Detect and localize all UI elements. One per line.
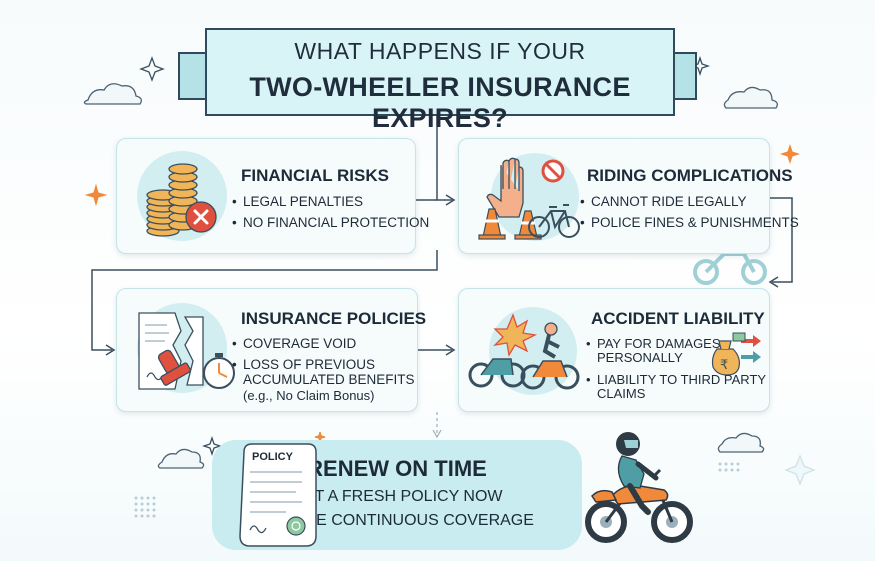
torn-policy-stamp-icon	[138, 312, 235, 390]
bullet-item: LIABILITY TO THIRD PARTY	[586, 372, 766, 387]
bullet-item: NO FINANCIAL PROTECTION	[232, 215, 429, 230]
stop-hand-cones-icon	[478, 157, 580, 240]
card-title: RIDING COMPLICATIONS	[587, 166, 793, 185]
connector-left	[91, 250, 438, 351]
policy-document-label: POLICY	[252, 451, 293, 463]
card-riding-complications: RIDING COMPLICATIONS CANNOT RIDE LEGALLY…	[458, 138, 799, 254]
money-bag-rupee-icon: ₹	[711, 332, 761, 376]
bullet-item: LEGAL PENALTIES	[232, 194, 363, 209]
card-title: ACCIDENT LIABILITY	[591, 309, 765, 328]
bullet-item: CANNOT RIDE LEGALLY	[580, 194, 747, 209]
bullet-item: COVERAGE VOID	[232, 336, 356, 351]
bullet-item-cont: (e.g., No Claim Bonus)	[243, 388, 375, 403]
title-banner: WHAT HAPPENS IF YOUR TWO-WHEELER INSURAN…	[205, 28, 675, 133]
policy-document-icon	[239, 443, 317, 547]
bullet-item-cont: ACCUMULATED BENEFITS	[243, 372, 415, 387]
renew-title: RENEW ON TIME	[307, 456, 487, 481]
cloud-icon	[83, 83, 778, 469]
rider-motorcycle-icon	[585, 432, 693, 543]
title-line-1: WHAT HAPPENS IF YOUR	[294, 38, 586, 64]
renew-line-2: ENSURE CONTINUOUS COVERAGE	[260, 512, 534, 529]
dots-decor	[134, 462, 740, 518]
card-accident-liability: ACCIDENT LIABILITY PAY FOR DAMAGES PERSO…	[458, 288, 770, 412]
svg-text:₹: ₹	[720, 358, 728, 373]
card-title: FINANCIAL RISKS	[241, 166, 389, 185]
bullet-item: POLICE FINES & PUNISHMENTS	[580, 215, 799, 230]
bullet-item-cont: PERSONALLY	[597, 350, 683, 365]
bullet-item: PAY FOR DAMAGES	[586, 336, 720, 351]
card-financial-risks: FINANCIAL RISKS LEGAL PENALTIES NO FINAN…	[116, 138, 429, 254]
coins-icon	[146, 163, 217, 237]
connector-right	[770, 197, 793, 283]
renew-line-1: GET A FRESH POLICY NOW	[291, 488, 503, 505]
motorcycle-crash-icon	[468, 313, 580, 390]
card-title: INSURANCE POLICIES	[241, 309, 427, 328]
bullet-item: LOSS OF PREVIOUS	[232, 357, 375, 372]
bullet-item-cont: CLAIMS	[597, 386, 646, 401]
title-line-2: TWO-WHEELER INSURANCE EXPIRES?	[249, 72, 631, 133]
card-insurance-policies: INSURANCE POLICIES COVERAGE VOID LOSS OF…	[116, 288, 426, 412]
